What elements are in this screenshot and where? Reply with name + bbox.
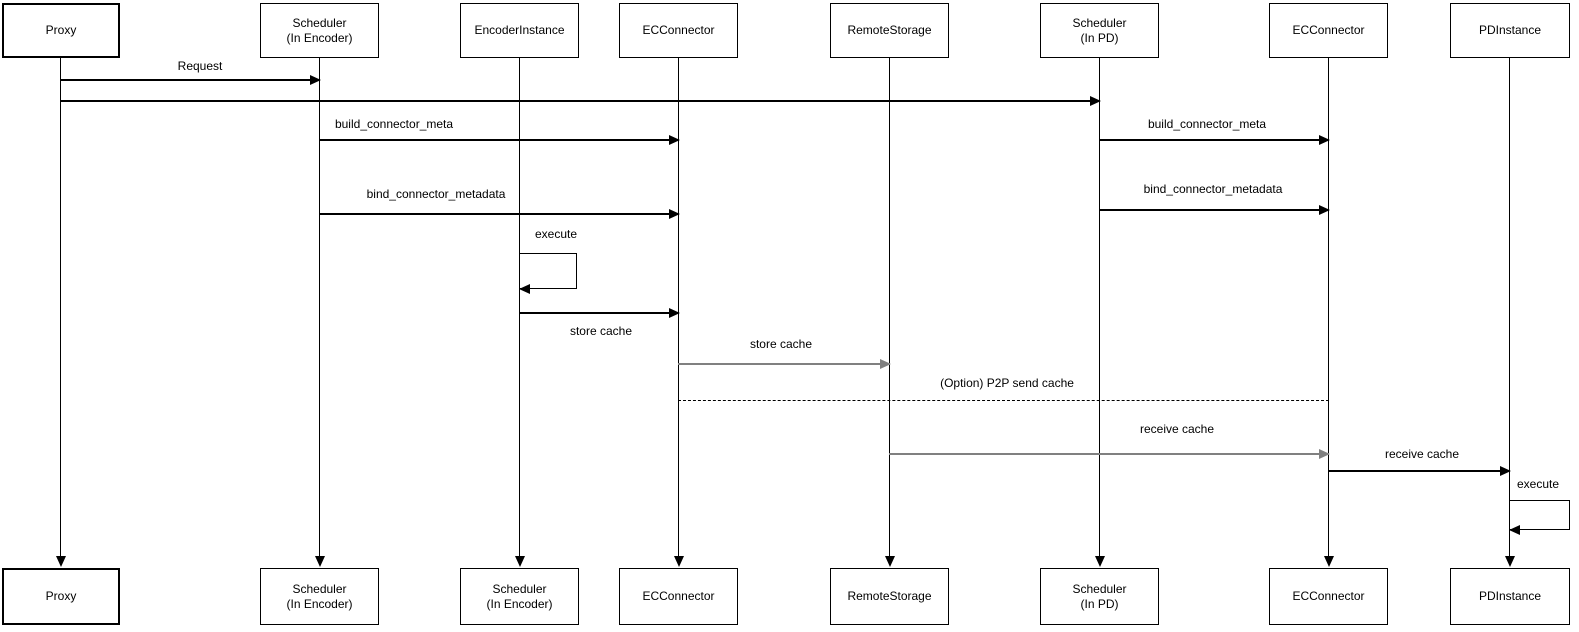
participant-label: Scheduler (In PD) — [1072, 581, 1127, 611]
message-label: store cache — [567, 324, 635, 339]
message-arrow-store-cache-remote — [678, 359, 891, 368]
message-label: build_connector_meta — [1145, 117, 1269, 132]
message-label: build_connector_meta — [332, 117, 456, 132]
participant-label: Scheduler (In Encoder) — [286, 15, 353, 45]
participant-top-encoder-instance: EncoderInstance — [460, 3, 579, 58]
participant-label: EncoderInstance — [474, 23, 565, 37]
lifeline-encoder-instance — [515, 58, 525, 567]
self-message-loop-pd-execute — [1509, 500, 1570, 535]
message-arrow-store-cache-encoder — [519, 308, 680, 317]
message-arrow-bind-connector-metadata-pd — [1099, 205, 1330, 214]
participant-top-remote-storage: RemoteStorage — [830, 3, 949, 58]
participant-bottom-ec-connector-encoder: ECConnector — [619, 568, 738, 625]
message-label: bind_connector_metadata — [364, 187, 508, 202]
participant-bottom-pd-instance: PDInstance — [1450, 568, 1570, 625]
participant-label: ECConnector — [642, 23, 715, 37]
participant-top-scheduler-in-pd: Scheduler (In PD) — [1040, 3, 1159, 58]
participant-bottom-scheduler-in-encoder: Scheduler (In Encoder) — [260, 568, 379, 625]
message-arrow-request — [60, 75, 321, 84]
participant-label: Proxy — [45, 23, 77, 37]
participant-label: Proxy — [45, 589, 77, 603]
message-arrow-build-connector-meta-pd — [1099, 135, 1330, 144]
message-arrow-proxy-to-scheduler-pd — [60, 96, 1101, 105]
participant-label: RemoteStorage — [847, 589, 932, 603]
participant-top-scheduler-in-encoder: Scheduler (In Encoder) — [260, 3, 379, 58]
participant-label: ECConnector — [642, 589, 715, 603]
message-label: execute — [1514, 477, 1562, 492]
participant-label: ECConnector — [1292, 23, 1365, 37]
lifeline-pd-instance — [1505, 58, 1515, 567]
message-label: receive cache — [1137, 422, 1217, 437]
participant-top-pd-instance: PDInstance — [1450, 3, 1570, 58]
message-label: (Option) P2P send cache — [938, 376, 1076, 391]
lifeline-ec-connector-pd — [1324, 58, 1334, 567]
participant-bottom-remote-storage: RemoteStorage — [830, 568, 949, 625]
participant-label: PDInstance — [1478, 589, 1542, 603]
participant-bottom-proxy: Proxy — [2, 568, 120, 625]
message-arrow-receive-cache-pd — [1328, 466, 1511, 475]
message-label: execute — [532, 227, 580, 242]
participant-label: RemoteStorage — [847, 23, 932, 37]
participant-top-ec-connector-pd: ECConnector — [1269, 3, 1388, 58]
self-message-loop-encoder-execute — [519, 253, 577, 294]
participant-label: PDInstance — [1478, 23, 1542, 37]
message-label: Request — [175, 59, 225, 74]
participant-bottom-scheduler-in-pd: Scheduler (In PD) — [1040, 568, 1159, 625]
participant-label: Scheduler (In PD) — [1072, 15, 1127, 45]
message-label: receive cache — [1382, 447, 1462, 462]
participant-bottom-encoder-instance: Scheduler (In Encoder) — [460, 568, 579, 625]
message-arrow-receive-cache-remote — [889, 449, 1330, 458]
message-arrow-build-connector-meta-encoder — [319, 135, 680, 144]
participant-top-proxy: Proxy — [2, 3, 120, 58]
message-arrow-bind-connector-metadata-encoder — [319, 209, 680, 218]
message-label: store cache — [747, 337, 815, 352]
participant-label: Scheduler (In Encoder) — [286, 581, 353, 611]
message-label: bind_connector_metadata — [1141, 182, 1285, 197]
message-dashed-p2p-send-cache — [678, 400, 1329, 401]
participant-label: ECConnector — [1292, 589, 1365, 603]
lifeline-ec-connector-encoder — [674, 58, 684, 567]
lifeline-proxy — [56, 58, 66, 567]
participant-bottom-ec-connector-pd: ECConnector — [1269, 568, 1388, 625]
lifeline-scheduler-in-encoder — [315, 58, 325, 567]
participant-label: Scheduler (In Encoder) — [486, 581, 553, 611]
participant-top-ec-connector-encoder: ECConnector — [619, 3, 738, 58]
lifeline-scheduler-in-pd — [1095, 58, 1105, 567]
lifeline-remote-storage — [885, 58, 895, 567]
